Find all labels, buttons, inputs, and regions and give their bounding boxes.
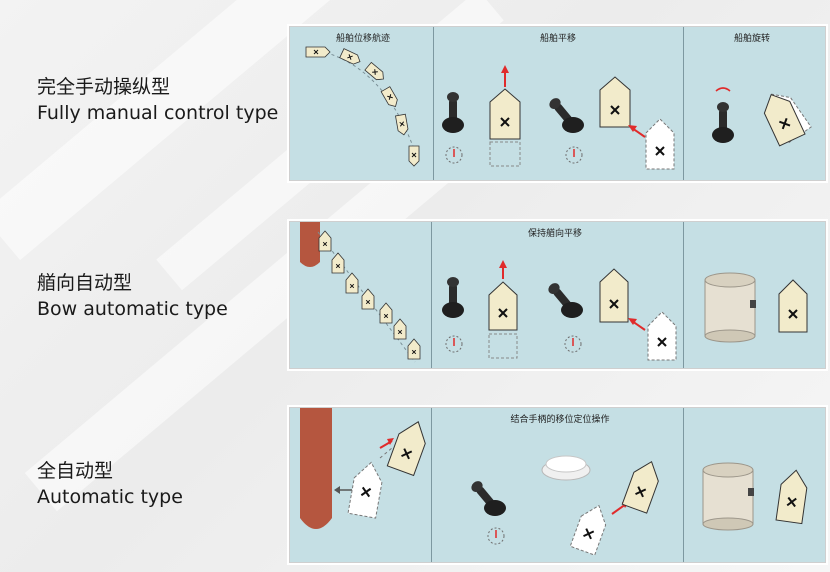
- arrow-up-icon: [501, 65, 509, 87]
- joystick-icon: [547, 95, 584, 133]
- vessel-icon: [386, 421, 426, 477]
- vessel-icon: [332, 253, 344, 273]
- row-label-en: Bow automatic type: [37, 298, 228, 320]
- vessel-icon: [408, 145, 420, 167]
- heading-dial-icon: [487, 527, 505, 545]
- joystick-icon: [469, 478, 506, 516]
- gps-antenna-icon: [541, 455, 591, 481]
- vessel-icon: [763, 93, 806, 147]
- panel-divider: [431, 222, 432, 368]
- arrow-left-icon: [334, 486, 352, 494]
- vessel-icon: [380, 303, 392, 323]
- vessel-icon: [408, 339, 420, 359]
- ghost-vessel-icon: [569, 504, 607, 556]
- row-label-cn: 艏向自动型: [37, 272, 133, 294]
- caption-rotation: 船舶旋转: [733, 34, 771, 44]
- joystick-icon: [712, 102, 734, 143]
- ghost-vessel-icon: [647, 311, 677, 361]
- heading-dial-icon: [564, 335, 582, 353]
- vessel-icon: [339, 48, 361, 65]
- vessel-icon: [346, 273, 358, 293]
- caption-translation: 船舶平移: [539, 34, 577, 44]
- vessel-icon: [778, 279, 808, 333]
- heading-dial-icon: [445, 146, 463, 164]
- rotation-arrow-icon: [715, 87, 731, 92]
- vessel-icon: [394, 319, 406, 339]
- vessel-icon: [488, 281, 518, 331]
- gyrocompass-unit-icon: [702, 462, 754, 531]
- quay-wall-icon: [300, 408, 332, 529]
- joystick-icon: [442, 92, 464, 133]
- vessel-icon: [305, 46, 331, 58]
- vessel-icon: [489, 88, 521, 140]
- row-label-cn: 完全手动操纵型: [37, 76, 171, 98]
- vessel-icon: [395, 113, 409, 136]
- diagram-panel-automatic: 结合手柄的移位定位操作: [289, 407, 826, 563]
- row-label-en: Automatic type: [37, 486, 183, 508]
- vessel-icon: [380, 86, 398, 108]
- vessel-icon: [364, 61, 384, 81]
- ghost-vessel-icon: [347, 461, 383, 519]
- vessel-icon: [775, 469, 808, 525]
- caption-position-operation: 结合手柄的移位定位操作: [510, 415, 610, 425]
- panel-divider: [433, 27, 434, 180]
- row-label-fully-manual: 完全手动操纵型 Fully manual control type: [37, 74, 278, 126]
- arrow-up-icon: [499, 260, 507, 279]
- diagram-panel-fully-manual: 船舶位移航迹 船舶平移 船舶旋转: [289, 26, 826, 181]
- panel-divider: [683, 27, 684, 180]
- joystick-icon: [442, 277, 464, 318]
- row-label-en: Fully manual control type: [37, 102, 279, 124]
- panel-divider: [683, 408, 684, 562]
- diagram-fully-manual: [305, 46, 812, 170]
- ghost-vessel-icon: [645, 118, 675, 170]
- vessel-icon: [599, 76, 631, 128]
- vessel-icon: [621, 460, 659, 514]
- vessel-icon: [599, 268, 629, 323]
- caption-trajectory: 船舶位移航迹: [335, 34, 391, 44]
- arrow-diagonal-icon: [628, 318, 646, 331]
- heading-dial-icon: [565, 146, 583, 164]
- gyrocompass-unit-icon: [704, 272, 756, 343]
- joystick-icon: [546, 280, 583, 318]
- panel-divider: [431, 408, 432, 562]
- vessel-icon: [319, 231, 331, 251]
- row-label-automatic: 全自动型 Automatic type: [37, 458, 183, 510]
- vessel-icon: [362, 289, 374, 309]
- heading-dial-icon: [445, 335, 463, 353]
- caption-heading-hold: 保持艏向平移: [527, 229, 583, 239]
- arrow-diagonal-icon: [379, 438, 394, 449]
- diagram-panel-bow-automatic: 保持艏向平移: [289, 221, 826, 369]
- diagram-automatic: [300, 408, 808, 556]
- row-label-bow-automatic: 艏向自动型 Bow automatic type: [37, 270, 228, 322]
- diagram-bow-automatic: [300, 222, 808, 363]
- row-label-cn: 全自动型: [37, 460, 114, 482]
- quay-wall-icon: [300, 222, 320, 267]
- arrow-diagonal-icon: [628, 125, 646, 138]
- panel-divider: [683, 222, 684, 368]
